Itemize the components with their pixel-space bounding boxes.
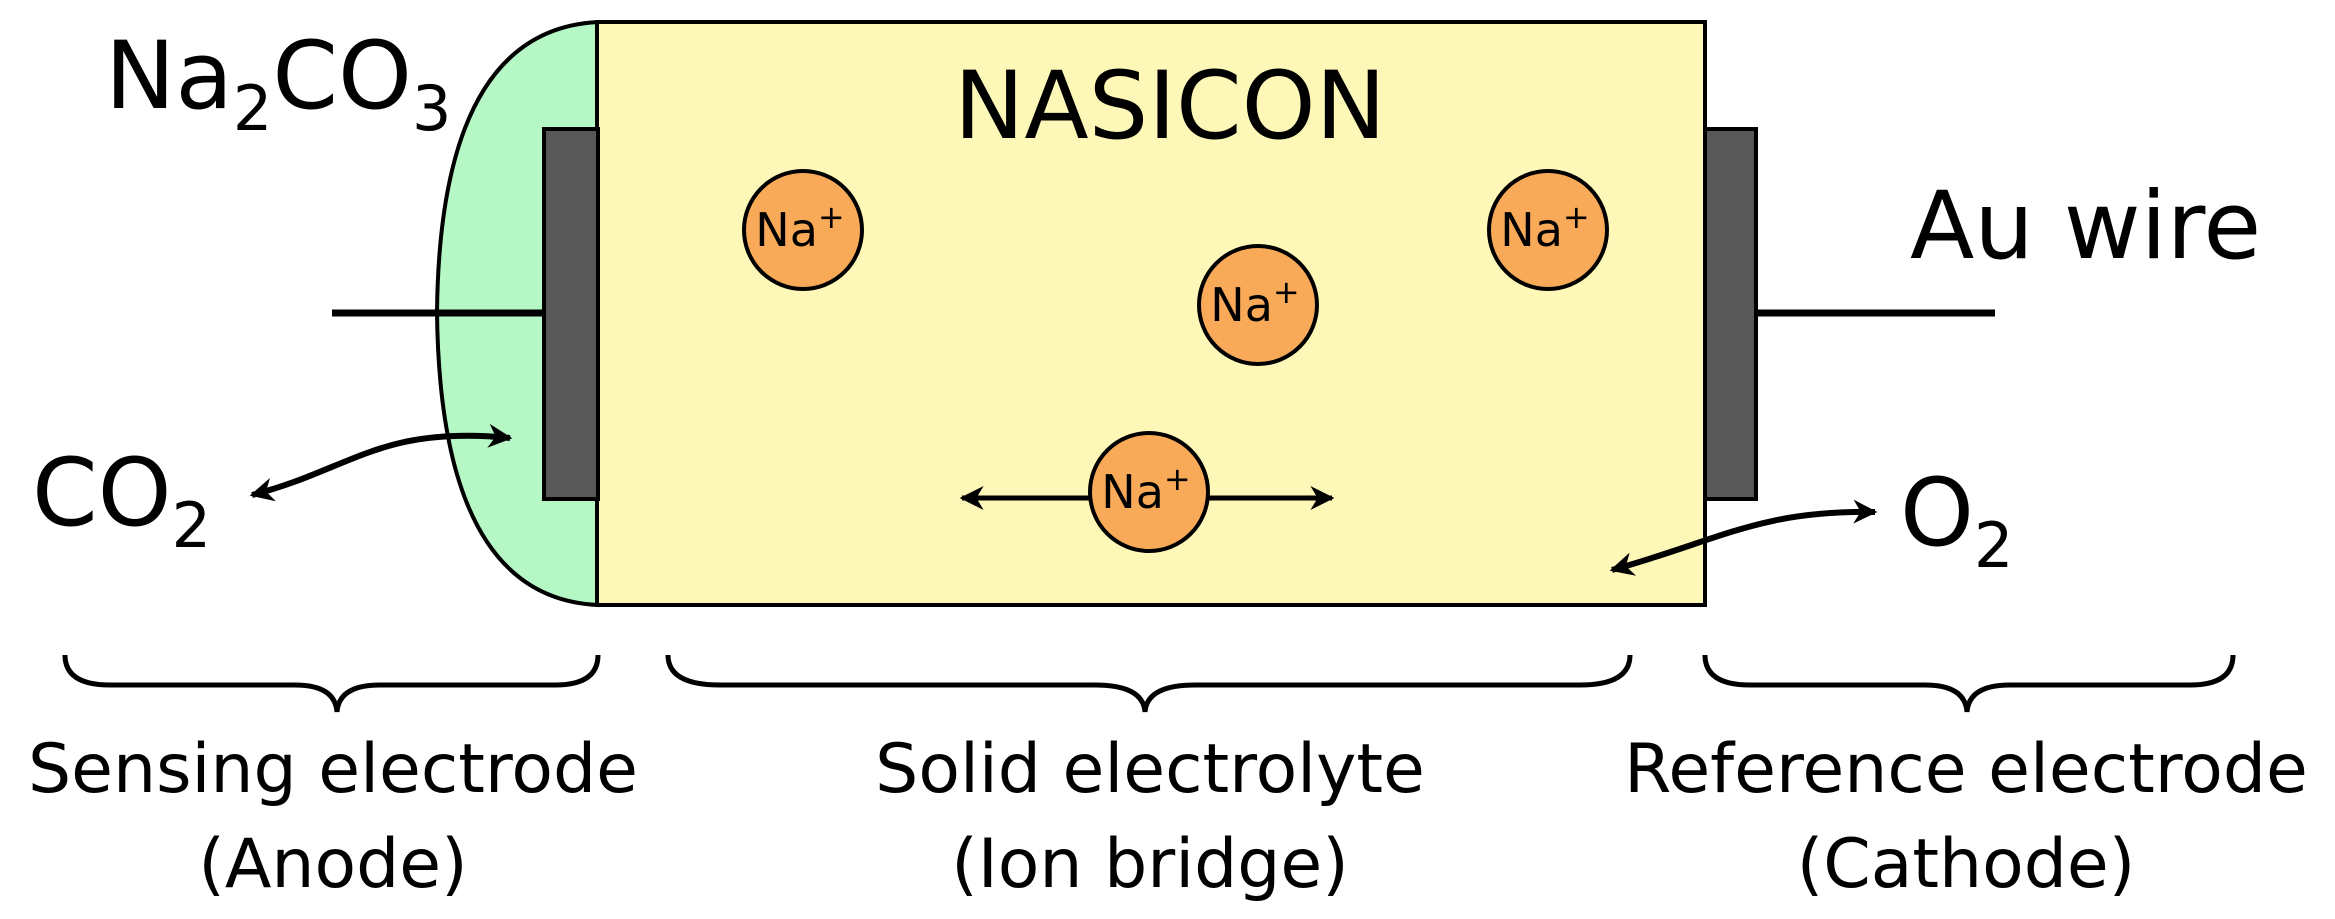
svg-text:Na+: Na+ (1210, 273, 1299, 332)
o2-exchange-arrow (1609, 499, 1878, 576)
co2-exchange-arrow (249, 423, 513, 502)
sensing-electrode (542, 127, 600, 501)
reference-electrode-sublabel: (Cathode) (1797, 825, 2136, 904)
sodium-ion: Na+ (1197, 244, 1319, 366)
solid-electrolyte-label: Solid electrolyte (875, 730, 1425, 809)
brace-reference-electrode (1702, 654, 2236, 713)
svg-text:Na+: Na+ (1101, 460, 1190, 519)
sensing-layer-label: Na2CO3 (105, 22, 451, 145)
svg-text:Na+: Na+ (1500, 198, 1589, 257)
svg-text:Na+: Na+ (755, 198, 844, 257)
sensing-electrode-sublabel: (Anode) (198, 825, 467, 904)
sodium-ion: Na+ (1487, 169, 1609, 291)
sensing-electrode-label: Sensing electrode (28, 730, 638, 809)
brace-sensing-electrode (62, 654, 601, 713)
co2-label: CO2 (32, 439, 211, 562)
brace-solid-electrolyte (665, 654, 1633, 713)
reference-electrode-label: Reference electrode (1624, 730, 2308, 809)
electrolyte-title: NASICON (954, 52, 1386, 161)
sodium-ion: Na+ (1088, 431, 1210, 553)
sodium-ion: Na+ (742, 169, 864, 291)
au-wire-label: Au wire (1910, 172, 2261, 281)
o2-label: O2 (1900, 459, 2013, 582)
solid-electrolyte-sublabel: (Ion bridge) (951, 825, 1349, 904)
reference-electrode (1703, 127, 1758, 501)
